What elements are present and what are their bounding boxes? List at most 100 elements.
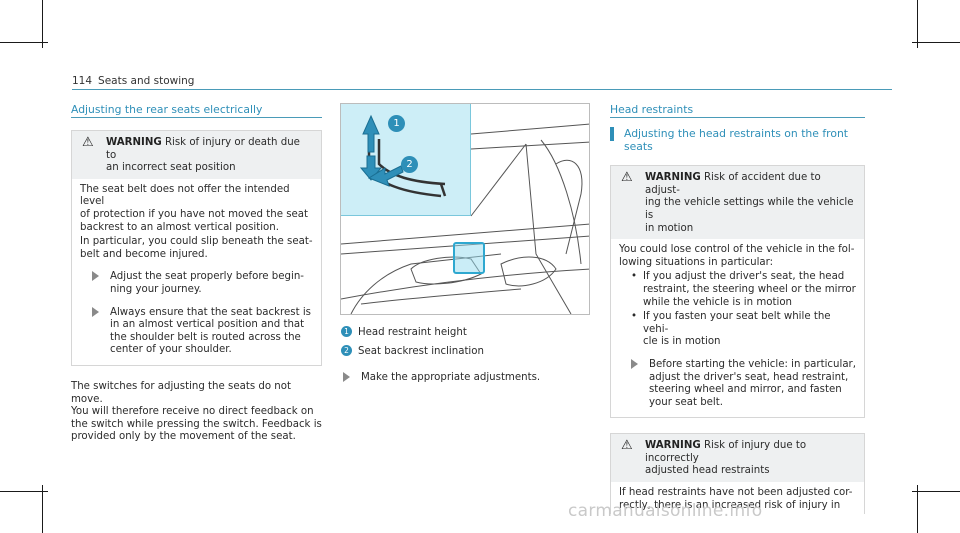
crop-mark [42,485,43,533]
text-line: center of your shoulder. [110,344,232,356]
crop-mark [917,485,918,533]
text-line: The seat belt does not offer the intende… [80,183,290,208]
subsection-title: Adjusting the head restraints on the fro… [610,127,865,153]
text-line: restraint, the steering wheel or the mir… [643,283,856,295]
legend-text: Seat backrest inclination [358,345,484,357]
text-line: You could lose control of the vehicle in… [619,244,855,256]
page-number: 114 [72,75,93,87]
text-line: steering wheel and mirror, and fasten [649,384,842,396]
crop-mark [0,491,48,492]
figure-legend: 1 Head restraint height 2 Seat backrest in… [341,326,591,390]
warning-triangle-icon: ⚠ [621,438,633,454]
warning-label: WARNING [645,440,701,452]
legend-item: 2 Seat backrest inclination [341,344,591,359]
callout-1: 1 [388,115,405,132]
warning-triangle-icon: ⚠ [82,135,94,150]
bullet-item: • If you adjust the driver's seat, the h… [619,271,856,309]
text-line: the shoulder belt is routed across the [110,331,301,343]
warning-label: WARNING [106,137,162,148]
subsection-text: Adjusting the head restraints on the fro… [624,127,849,153]
step-arrow-icon [92,306,99,317]
section-name: Seats and stowing [98,75,195,87]
warning-text: You could lose control of the vehicle in… [619,244,856,269]
text-line: The switches for adjusting the seats do … [71,380,291,405]
callout-2: 2 [401,156,418,173]
warning-body: The seat belt does not offer the intende… [72,179,321,365]
warning-headline: an incorrect seat position [106,162,236,174]
page-header: 114 Seats and stowing [72,70,892,90]
crop-mark [912,42,960,43]
text-line: backrest to an almost vertical position. [80,221,279,233]
warning-triangle-icon: ⚠ [621,170,633,186]
warning-box: ⚠ WARNING Risk of accident due to adjust… [610,165,865,419]
column-rear-seats: Adjusting the rear seats electrically ⚠ … [71,96,322,444]
warning-headline: adjusted head restraints [645,465,770,477]
warning-label: WARNING [645,172,701,184]
crop-mark [0,42,48,43]
body-paragraph: The switches for adjusting the seats do … [71,381,322,444]
crop-mark [917,0,918,48]
text-line: In particular, you could slip beneath th… [80,236,313,248]
text-line: You will therefore receive no direct fee… [71,406,314,418]
legend-text: Head restraint height [358,327,467,338]
warning-headline: ing the vehicle settings while the vehic… [645,197,854,221]
warning-header: ⚠ WARNING Risk of injury due to incorrec… [611,434,864,483]
switch-detail-inset: 1 2 [341,104,471,216]
text-line: Before starting the vehicle: in particul… [649,358,856,370]
warning-box: ⚠ WARNING Risk of injury or death due to… [71,130,322,366]
text-line: Adjust the seat properly before begin- [110,271,304,283]
text-line: Always ensure that the seat backrest is [110,306,311,318]
warning-text: In particular, you could slip beneath th… [80,236,313,261]
text-line: of protection if you have not moved the … [80,208,309,220]
text-line: belt and become injured. [80,248,208,260]
text-line: your seat belt. [649,396,723,408]
warning-box: ⚠ WARNING Risk of injury due to incorrec… [610,433,865,515]
warning-headline: Risk of accident due to adjust- [645,172,821,196]
warning-body: You could lose control of the vehicle in… [611,239,864,417]
text-line: cle is in motion [643,336,721,348]
subsection-bar [610,127,614,141]
text-line: If head restraints have not been adjuste… [619,487,853,499]
text-line: in an almost vertical position and that [110,319,305,331]
instruction-step: Before starting the vehicle: in particul… [619,358,856,409]
section-title: Adjusting the rear seats electrically [71,96,322,118]
bullet-item: • If you fasten your seat belt while the… [619,311,856,349]
legend-item: 1 Head restraint height [341,326,591,340]
instruction-step: Adjust the seat properly before begin- n… [80,271,313,296]
text-line: lowing situations in particular: [619,256,774,268]
step-arrow-icon [343,372,350,383]
switch-location-highlight [453,242,485,274]
page-header-text: 114 Seats and stowing [72,75,194,88]
text-line: ning your journey. [110,283,202,295]
warning-body: If head restraints have not been adjuste… [611,482,864,514]
text-line: If you fasten your seat belt while the v… [643,311,831,335]
crop-mark [912,491,960,492]
warning-headline: in motion [645,222,694,234]
text-line: the switch while pressing the switch. Fe… [71,418,322,430]
warning-header: ⚠ WARNING Risk of injury or death due to… [72,131,321,179]
bullet-icon: • [631,311,638,323]
text-line: provided only by the movement of the sea… [71,431,296,443]
legend-number: 2 [341,344,352,356]
legend-number: 1 [341,326,352,337]
door-panel-illustration: 1 2 [340,103,590,315]
text-line: rectly, there is an increased risk of in… [619,499,841,511]
text-line: while the vehicle is in motion [643,296,793,308]
text-line: If you adjust the driver's seat, the hea… [643,271,845,283]
warning-text: The seat belt does not offer the intende… [80,184,313,234]
column-head-restraints: Head restraints Adjusting the head restr… [610,96,865,515]
bullet-icon: • [631,271,638,283]
step-text: Make the appropriate adjustments. [361,372,541,384]
watermark: carmanualsonline.info [568,501,763,521]
warning-header: ⚠ WARNING Risk of accident due to adjust… [611,166,864,240]
text-line: adjust the driver's seat, head restraint… [649,371,849,383]
instruction-step: Always ensure that the seat backrest is … [80,306,313,357]
door-panel-drawing [341,123,589,314]
step-arrow-icon [92,271,99,282]
crop-mark [42,0,43,48]
step-arrow-icon [631,358,638,369]
warning-headline: Risk of injury due to incorrectly [645,440,807,464]
instruction-step: Make the appropriate adjustments. [341,372,591,385]
seat-switch-drawing [359,114,447,198]
section-title: Head restraints [610,96,865,118]
